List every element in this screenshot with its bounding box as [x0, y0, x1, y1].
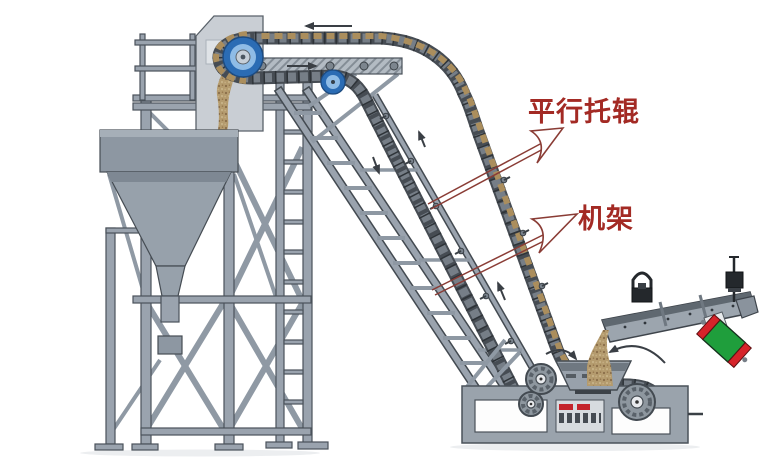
hanger-clamp	[725, 271, 744, 289]
cross-brace	[224, 297, 308, 435]
vibration-motor	[696, 313, 752, 369]
annotation-arrowhead-icon	[528, 127, 565, 164]
incline-down-arrow-icon	[372, 156, 380, 175]
foot-plate	[131, 443, 159, 451]
hanger-left	[631, 271, 653, 303]
annotation-arrow-shaft	[431, 231, 550, 291]
rotation-arrow-icon	[545, 349, 578, 361]
foot-plate	[297, 441, 329, 450]
platform-railing	[134, 33, 216, 101]
rotation-arrow-icon	[608, 344, 666, 364]
annotation-parallel-idler: 平行托辊	[427, 96, 640, 210]
ladder-rungs	[283, 129, 304, 433]
cross-brace	[141, 297, 229, 435]
feed-hopper-mark	[566, 374, 576, 378]
feed-hopper-mark	[582, 374, 590, 378]
boot-shadow	[450, 443, 700, 451]
direction-arrows	[304, 22, 666, 364]
deck-rib	[698, 294, 708, 319]
top-return-beam	[249, 57, 403, 75]
annotation-arrow-shaft	[427, 142, 543, 205]
incline-rungs	[294, 111, 504, 390]
hanger-right	[725, 256, 744, 302]
motor-cap-red	[696, 313, 721, 340]
cross-brace	[224, 145, 306, 303]
hanger-flange	[728, 288, 741, 292]
annotation-arrowhead-icon	[529, 212, 580, 254]
bottom-beam	[140, 427, 312, 436]
material-stream-feeder	[587, 330, 613, 386]
motor-cap-red	[727, 342, 752, 369]
hopper-band-top	[100, 130, 238, 137]
deck-rib	[658, 301, 668, 327]
incline-up-arrow-icon	[418, 130, 426, 148]
chain-rail	[373, 94, 547, 391]
tower-column	[105, 227, 116, 445]
hanger-bolt	[638, 283, 646, 289]
annotation-arrow-shaft	[434, 236, 553, 296]
foot-plate	[94, 443, 124, 451]
brace	[107, 173, 148, 301]
motor-shaft	[742, 357, 748, 363]
incline-rail-outer	[275, 87, 502, 425]
annotation-arrow-shaft	[430, 147, 546, 210]
feeder-deck-edge	[602, 292, 752, 327]
boot-brace	[484, 350, 522, 390]
foot-plate	[214, 443, 244, 451]
hanger-clamp	[631, 287, 653, 303]
annotation-frame: 机架	[431, 204, 634, 296]
motor-bracket	[735, 295, 759, 319]
feed-hopper-slot	[575, 390, 611, 394]
bend-wheel-upper	[525, 363, 557, 395]
incline-up-arrow-icon	[497, 281, 506, 301]
pulley-axle	[240, 54, 246, 60]
label-frame: 机架	[578, 204, 634, 235]
motor-shaft	[700, 319, 706, 325]
storage-hopper	[99, 129, 239, 355]
bend-pulley	[320, 69, 346, 95]
foot-plate	[265, 441, 293, 449]
boot-brace	[464, 338, 507, 390]
spout-pipe	[160, 295, 180, 323]
boot-opening	[555, 399, 605, 433]
mid-beam	[132, 295, 312, 304]
head-pulley	[222, 36, 264, 78]
head-strut	[310, 72, 400, 144]
boot-wheels	[518, 363, 656, 421]
brace	[232, 173, 279, 301]
funnel-shadow	[107, 172, 231, 182]
bend-wheel-lower	[518, 391, 544, 417]
boot-red-detail	[559, 404, 573, 410]
boot-red-detail	[577, 404, 590, 410]
tail-wheel	[618, 383, 656, 421]
material-stream-discharge	[216, 70, 236, 136]
hanger-stirrup	[631, 271, 653, 291]
vibrating-feeder	[600, 256, 759, 369]
label-parallel-idler: 平行托辊	[528, 96, 640, 128]
brace	[111, 358, 162, 432]
spout-outlet	[157, 335, 183, 355]
feeder-bolts	[623, 304, 735, 329]
support-tower	[94, 33, 329, 451]
tower-shadow	[80, 449, 320, 457]
ladder-rail-left	[275, 74, 285, 444]
